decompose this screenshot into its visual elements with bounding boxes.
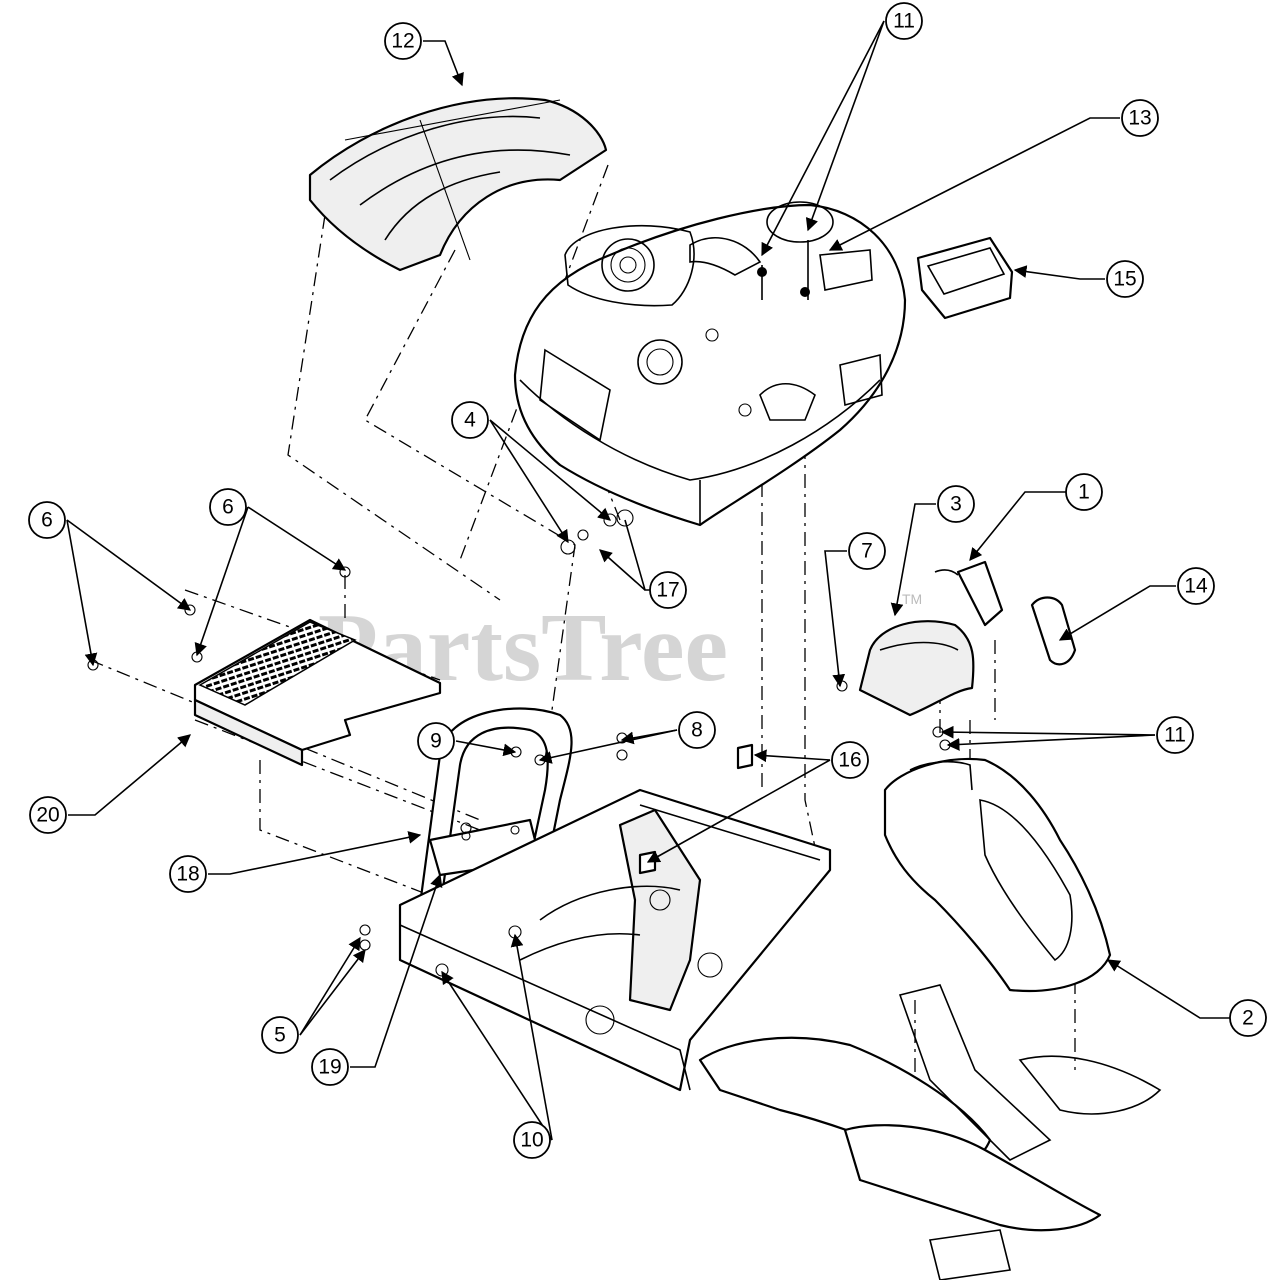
callout-17: 17 <box>649 571 687 609</box>
svg-text:16: 16 <box>838 749 861 772</box>
svg-text:4: 4 <box>464 409 476 432</box>
callout-11-right: 11 <box>1156 716 1194 754</box>
part-knob-cover <box>1030 596 1077 666</box>
callout-7: 7 <box>848 532 886 570</box>
svg-text:3: 3 <box>950 493 962 516</box>
svg-text:15: 15 <box>1113 268 1136 291</box>
watermark-trademark: TM <box>902 591 922 607</box>
svg-text:11: 11 <box>1164 724 1186 747</box>
callout-2: 2 <box>1229 999 1267 1037</box>
svg-text:10: 10 <box>520 1129 543 1152</box>
callout-15: 15 <box>1106 260 1144 298</box>
callout-12: 12 <box>384 22 422 60</box>
svg-text:19: 19 <box>318 1056 341 1079</box>
callouts: 1 2 3 4 5 6 6 7 8 9 10 11 11 12 13 14 15… <box>28 2 1267 1159</box>
callout-9: 9 <box>417 722 455 760</box>
svg-text:6: 6 <box>222 496 234 519</box>
callout-8: 8 <box>678 711 716 749</box>
svg-text:17: 17 <box>656 579 679 602</box>
part-console-cover <box>858 620 975 717</box>
callout-18: 18 <box>169 855 207 893</box>
callout-19: 19 <box>311 1048 349 1086</box>
callout-6-right: 6 <box>209 488 247 526</box>
svg-text:2: 2 <box>1242 1007 1254 1030</box>
callout-6-left: 6 <box>28 501 66 539</box>
svg-text:18: 18 <box>176 863 199 886</box>
svg-text:9: 9 <box>430 730 442 753</box>
callout-16: 16 <box>831 741 869 779</box>
part-hood-dash <box>513 201 907 527</box>
svg-text:14: 14 <box>1184 575 1208 598</box>
callout-11-top: 11 <box>885 2 923 40</box>
callout-10: 10 <box>513 1121 551 1159</box>
part-fender-tunnel <box>883 758 1112 992</box>
svg-text:1: 1 <box>1078 481 1090 504</box>
svg-text:6: 6 <box>41 509 53 532</box>
svg-text:12: 12 <box>391 30 414 53</box>
svg-text:11: 11 <box>893 10 915 33</box>
svg-text:7: 7 <box>861 540 873 563</box>
part-switch <box>934 560 1004 627</box>
svg-text:5: 5 <box>274 1024 286 1047</box>
svg-text:8: 8 <box>691 719 703 742</box>
svg-text:13: 13 <box>1128 107 1151 130</box>
part-pad-15 <box>916 236 1014 320</box>
callout-5: 5 <box>261 1016 299 1054</box>
callout-13: 13 <box>1121 99 1159 137</box>
callout-14: 14 <box>1177 567 1215 605</box>
part-rear-cover <box>308 97 608 272</box>
callout-4: 4 <box>451 401 489 439</box>
svg-text:20: 20 <box>36 804 59 827</box>
callout-1: 1 <box>1065 473 1103 511</box>
callout-3: 3 <box>937 485 975 523</box>
part-grille-cover <box>193 618 442 767</box>
callout-20: 20 <box>29 796 67 834</box>
